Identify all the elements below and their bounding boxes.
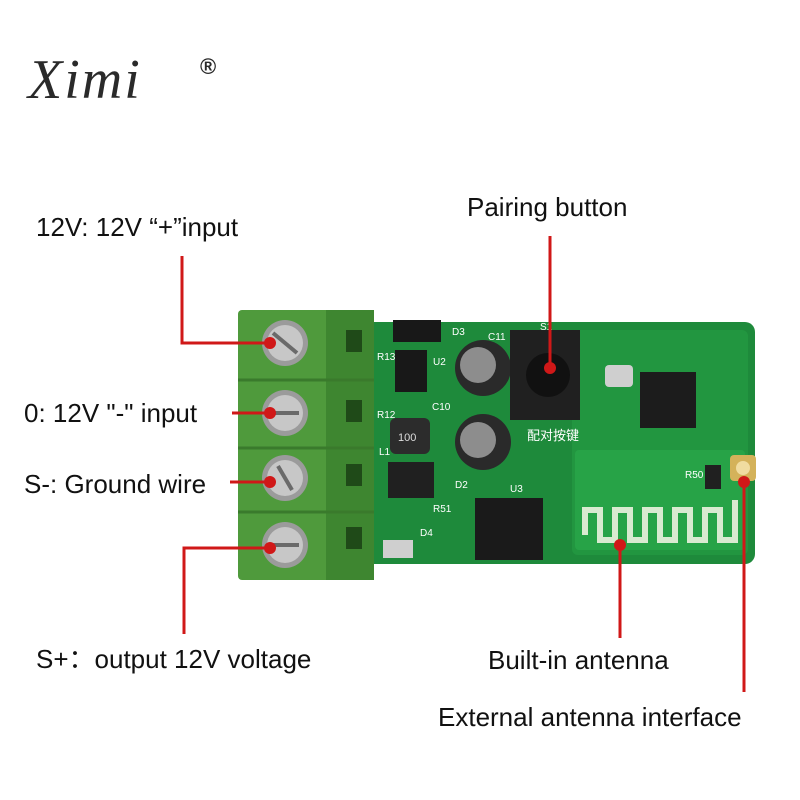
antenna-trace bbox=[582, 500, 738, 543]
d2-component bbox=[388, 462, 434, 498]
screw-terminal-3 bbox=[262, 455, 308, 501]
screw-terminal-2 bbox=[262, 390, 308, 436]
brand-logo: Ximi ® bbox=[28, 48, 228, 118]
silk-inductor: 100 bbox=[398, 432, 416, 444]
silk-l1: L1 bbox=[379, 447, 391, 458]
u3-chip bbox=[475, 498, 543, 560]
silk-c10: C10 bbox=[432, 402, 451, 413]
label-neg-input: 0: 12V "-" input bbox=[24, 398, 198, 428]
d4-diode bbox=[383, 540, 413, 558]
silk-d3: D3 bbox=[452, 327, 465, 338]
label-pos-input: 12V: 12V “+”input bbox=[36, 212, 239, 242]
silk-r51: R51 bbox=[433, 504, 452, 515]
label-antenna: Built-in antenna bbox=[488, 645, 669, 675]
silk-u3: U3 bbox=[510, 484, 523, 495]
label-pairing: Pairing button bbox=[467, 192, 628, 222]
capacitor-c10 bbox=[455, 414, 511, 470]
silk-u2: U2 bbox=[433, 357, 446, 368]
d3-diode bbox=[393, 320, 441, 342]
label-output: S+：output 12V voltage bbox=[36, 644, 312, 674]
silk-r13: R13 bbox=[377, 352, 396, 363]
wifi-chip bbox=[640, 372, 696, 428]
screw-terminal-1 bbox=[262, 320, 308, 366]
silk-s1: S1 bbox=[540, 322, 553, 333]
silk-c11: C11 bbox=[488, 332, 506, 343]
registered-mark: ® bbox=[200, 54, 217, 79]
terminal-block bbox=[238, 310, 374, 580]
logo-text: Ximi bbox=[28, 49, 142, 111]
screw-terminal-4 bbox=[262, 522, 308, 568]
label-ext-antenna: External antenna interface bbox=[438, 702, 742, 732]
pairing-button[interactable] bbox=[510, 330, 580, 420]
u2-chip bbox=[395, 350, 427, 392]
silk-d4: D4 bbox=[420, 528, 433, 539]
leader-pos-input bbox=[180, 256, 268, 345]
silk-d2: D2 bbox=[455, 480, 468, 491]
leader-output bbox=[182, 546, 268, 634]
r50-resistor bbox=[705, 465, 721, 489]
silk-r12: R12 bbox=[377, 410, 396, 421]
inductor-body bbox=[390, 418, 430, 454]
capacitor-c11 bbox=[455, 340, 511, 396]
silk-r50: R50 bbox=[685, 470, 704, 481]
silk-chinese: 配对按键 bbox=[527, 428, 579, 443]
crystal bbox=[605, 365, 633, 387]
label-ground: S-: Ground wire bbox=[24, 469, 207, 499]
